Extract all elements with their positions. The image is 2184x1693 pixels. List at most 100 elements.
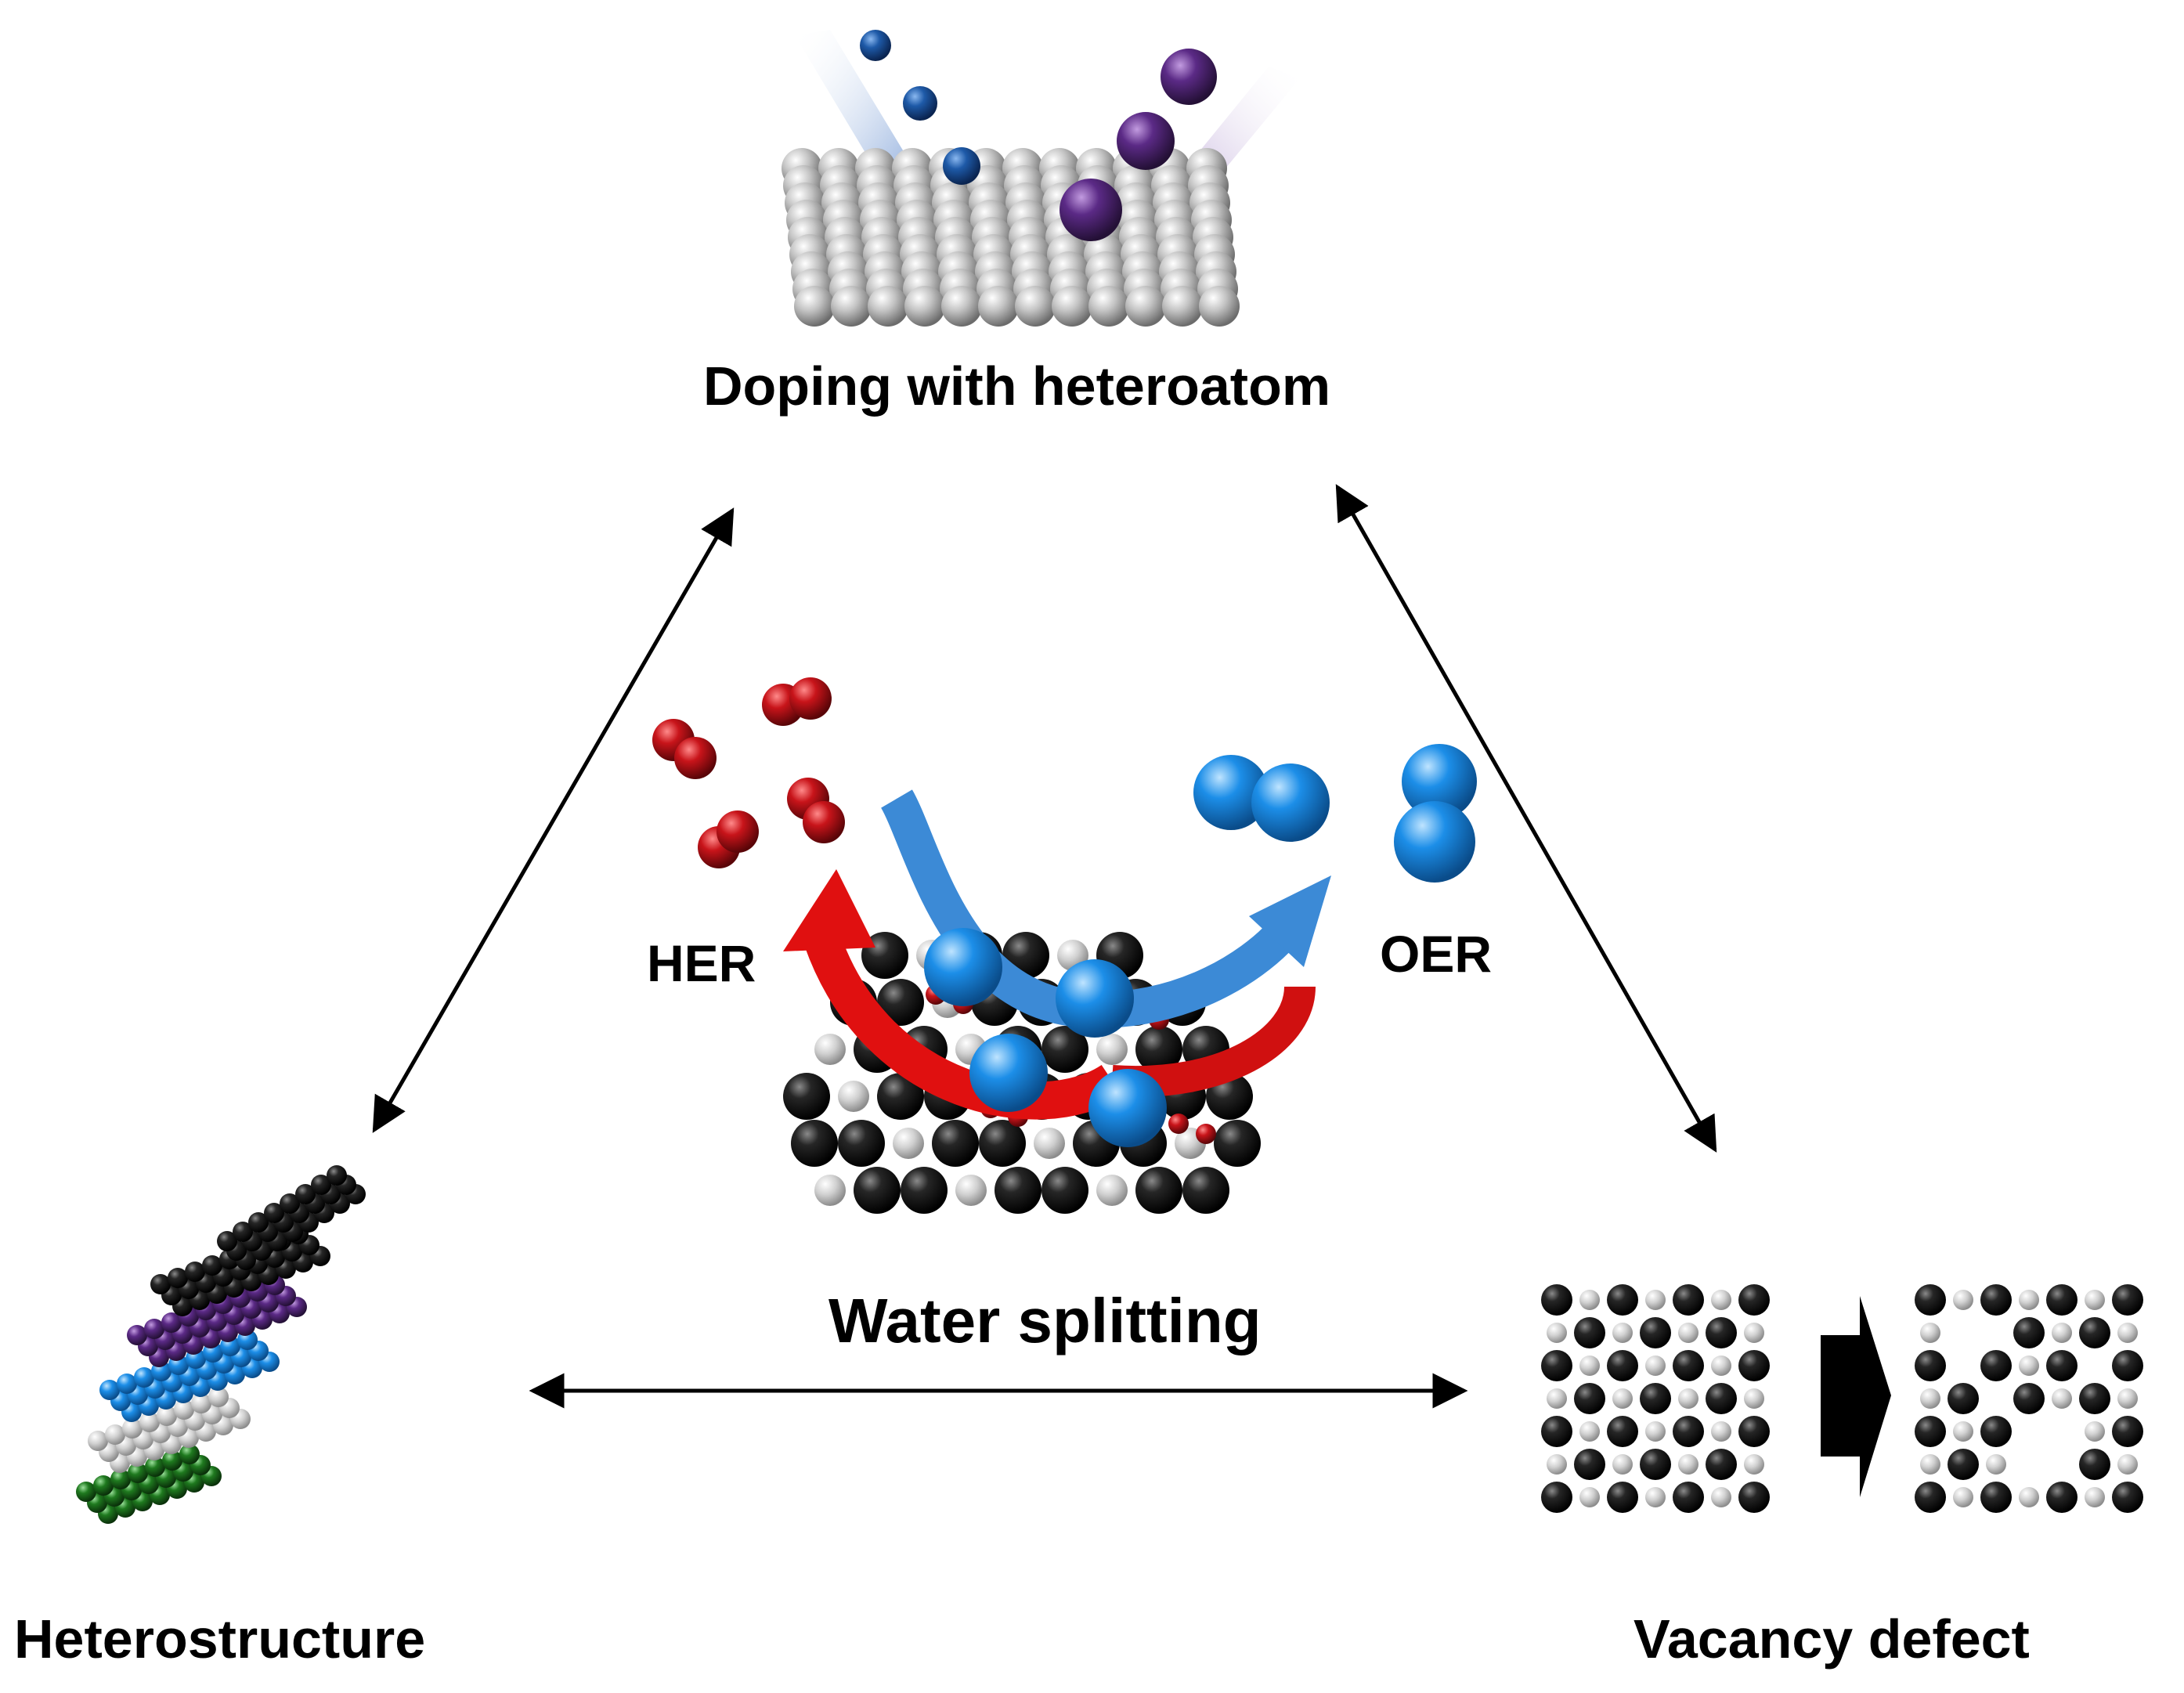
lattice-atom — [2013, 1383, 2045, 1414]
lattice-atom — [1541, 1350, 1572, 1381]
lattice-atom — [1920, 1388, 1940, 1409]
hydrogen-atom — [803, 801, 845, 843]
substrate-atom — [794, 286, 835, 327]
layer-atom — [185, 1262, 205, 1282]
lattice-atom — [1607, 1284, 1638, 1316]
layer-atom — [311, 1175, 331, 1195]
lattice-atom — [877, 979, 924, 1026]
substrate-atom — [1052, 286, 1092, 327]
lattice-atom — [1673, 1416, 1704, 1447]
lattice-atom — [783, 1073, 830, 1120]
dopant-atom-blue — [860, 30, 891, 61]
lattice-atom — [2019, 1290, 2039, 1310]
vacancy-illustration — [1541, 1284, 2143, 1513]
lattice-atom — [2052, 1388, 2072, 1409]
lattice-atom — [1541, 1416, 1572, 1447]
lattice-atom — [791, 1120, 838, 1167]
lattice-atom — [1640, 1317, 1671, 1348]
substrate-atom — [978, 286, 1019, 327]
lattice-atom — [1041, 1167, 1088, 1214]
heterostructure-illustration — [76, 1165, 366, 1524]
lattice-atom — [2085, 1421, 2105, 1442]
lattice-atom — [2112, 1284, 2143, 1316]
oxygen-atom — [1168, 1114, 1189, 1134]
lattice-atom — [1096, 1034, 1128, 1065]
lattice-atom — [1612, 1454, 1633, 1475]
lattice-atom — [1640, 1383, 1671, 1414]
layer-atom — [233, 1222, 253, 1242]
lattice-atom — [1547, 1323, 1567, 1343]
lattice-atom — [1612, 1388, 1633, 1409]
lattice-atom — [1915, 1482, 1946, 1513]
adsorbed-atom — [924, 928, 1002, 1006]
lattice-atom — [1711, 1355, 1731, 1376]
oxygen-molecule-atom — [1193, 755, 1269, 830]
lattice-atom — [814, 1034, 846, 1065]
lattice-atom — [932, 1120, 979, 1167]
layer-atom — [117, 1374, 137, 1394]
layer-atom — [144, 1319, 164, 1339]
layer-atom — [217, 1231, 237, 1251]
lattice-atom — [1214, 1120, 1261, 1167]
lattice-atom — [2112, 1482, 2143, 1513]
lattice-atom — [1182, 1167, 1229, 1214]
lattice-atom — [1678, 1323, 1698, 1343]
lattice-atom — [1953, 1421, 1973, 1442]
layer-atom — [161, 1312, 182, 1333]
lattice-atom — [1744, 1388, 1764, 1409]
lattice-atom — [838, 1120, 885, 1167]
lattice-atom — [1980, 1416, 2012, 1447]
lattice-atom — [1738, 1416, 1770, 1447]
lattice-atom — [2117, 1454, 2138, 1475]
oxygen-molecule-atom — [1402, 744, 1477, 819]
adsorbed-oxygen-atoms — [924, 928, 1167, 1147]
oer-arrow-head — [1249, 875, 1331, 967]
lattice-atom — [1706, 1317, 1737, 1348]
lattice-atom — [1645, 1421, 1666, 1442]
layer-atom — [145, 1457, 165, 1477]
lattice-atom — [1645, 1355, 1666, 1376]
lattice-atom — [2046, 1482, 2078, 1513]
oxygen-molecule-atom — [1394, 801, 1475, 883]
layer-atom — [295, 1184, 316, 1204]
dopant-atom-purple — [1117, 112, 1175, 170]
layer-atom — [157, 1406, 177, 1426]
lattice-atom — [1612, 1323, 1633, 1343]
vacancy-defect-label: Vacancy defect — [1633, 1608, 2030, 1670]
layer-atom — [327, 1165, 347, 1186]
lattice-atom — [1920, 1454, 1940, 1475]
substrate-atom — [1088, 286, 1129, 327]
lattice-atom — [1574, 1317, 1605, 1348]
lattice-atom — [1706, 1383, 1737, 1414]
layer-atom — [208, 1387, 229, 1407]
oer-label: OER — [1380, 925, 1493, 983]
lattice-atom — [2019, 1487, 2039, 1507]
substrate-atom — [868, 286, 908, 327]
lattice-atom — [2079, 1383, 2110, 1414]
lattice-atom — [1135, 1167, 1182, 1214]
doping-illustration — [782, 30, 1300, 327]
lattice-atom — [1948, 1449, 1979, 1480]
lattice-atom — [955, 1175, 987, 1206]
substrate-atom — [904, 286, 945, 327]
lattice-atom — [1711, 1487, 1731, 1507]
lattice-atom — [1744, 1323, 1764, 1343]
substrate-atom — [1162, 286, 1203, 327]
lattice-atom — [877, 1073, 924, 1120]
oxygen-atom — [1196, 1124, 1216, 1144]
lattice-atom — [1980, 1482, 2012, 1513]
lattice-atom — [1953, 1487, 1973, 1507]
lattice-atom — [1915, 1350, 1946, 1381]
lattice-atom — [1640, 1449, 1671, 1480]
dopant-atom-blue — [903, 86, 937, 121]
defective-lattice — [1915, 1284, 2143, 1513]
her-arrow — [804, 933, 1123, 1120]
lattice-atom — [2013, 1317, 2045, 1348]
lattice-atom — [2079, 1449, 2110, 1480]
layer-atom — [280, 1193, 300, 1214]
hydrogen-atom — [674, 737, 717, 779]
lattice-atom — [1034, 1128, 1065, 1159]
lattice-atom — [838, 1081, 869, 1112]
lattice-atom — [2052, 1323, 2072, 1343]
